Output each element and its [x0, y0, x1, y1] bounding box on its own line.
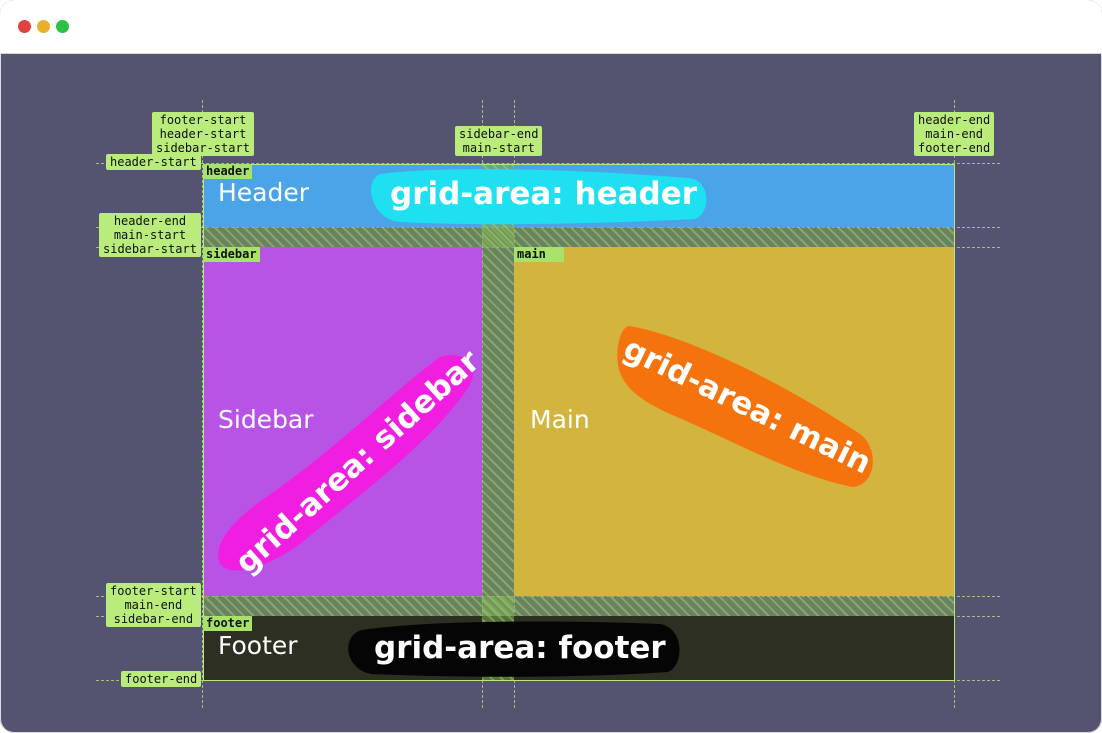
- column-line-2-label: sidebar-end main-start: [455, 126, 543, 156]
- row-line-1-label: header-start: [106, 154, 201, 170]
- main-title: Main: [530, 405, 590, 434]
- footer-area-tag: footer: [203, 616, 253, 631]
- footer-highlight-blob: [348, 621, 680, 677]
- sidebar-title: Sidebar: [218, 405, 314, 434]
- sidebar-highlight-blob: [218, 354, 474, 571]
- header-grid-area-label: grid-area: header: [390, 176, 698, 212]
- zoom-window-button[interactable]: [56, 20, 69, 33]
- grid-row-line-1: [96, 163, 1000, 164]
- header-area-tag: header: [203, 164, 253, 179]
- main-area-tag: main: [514, 247, 564, 262]
- grid-area-highlights: [218, 169, 873, 677]
- header-highlight-blob: [370, 169, 707, 225]
- footer-title: Footer: [218, 631, 298, 660]
- row-line-4-label: footer-start main-end sidebar-end: [106, 583, 201, 627]
- row-line-2-label: header-end main-start sidebar-start: [99, 213, 201, 257]
- grid-column-line-1: [202, 100, 203, 708]
- close-window-button[interactable]: [18, 20, 31, 33]
- sidebar-area-tag: sidebar: [203, 247, 260, 262]
- footer-grid-area-label: grid-area: footer: [374, 630, 666, 666]
- row-line-6-label: footer-end: [121, 671, 202, 687]
- row-gap-2: [203, 596, 954, 616]
- title-bar: [0, 0, 1102, 54]
- column-line-4-label: header-end main-end footer-end: [914, 112, 995, 156]
- column-gap: [482, 164, 514, 680]
- grid-outline: [203, 164, 955, 681]
- main-highlight-blob: [617, 326, 873, 487]
- column-line-1-label: footer-start header-start sidebar-start: [152, 112, 254, 156]
- header-title: Header: [218, 178, 310, 207]
- row-gap-1: [203, 227, 954, 247]
- minimize-window-button[interactable]: [37, 20, 50, 33]
- grid-inspector-stage: grid-area: header grid-area: footer grid…: [0, 54, 1102, 733]
